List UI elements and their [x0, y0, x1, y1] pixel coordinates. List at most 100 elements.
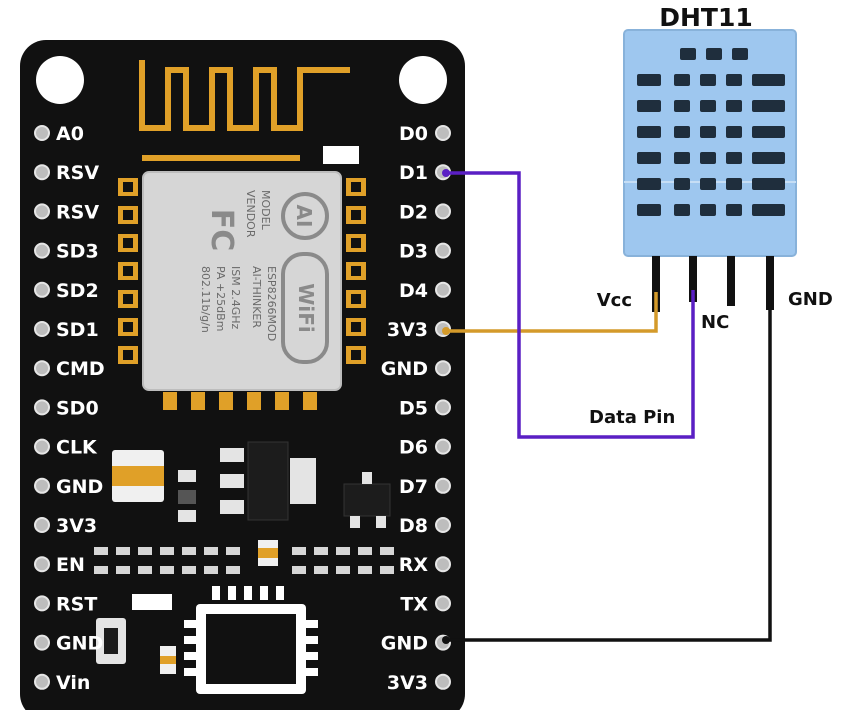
- smd-button: [132, 594, 172, 610]
- nodemcu-board: FC MODEL VENDOR ISM 2.4GHz PA +25dBm 802…: [20, 40, 465, 710]
- right-pin-label: D0: [399, 123, 428, 145]
- right-pin-hole: [435, 281, 451, 298]
- grill-slot: [700, 126, 716, 138]
- left-pin-hole: [34, 242, 50, 259]
- grill-slot: [700, 152, 716, 164]
- grill-slot: [763, 100, 785, 112]
- left-pin-label: RSV: [56, 201, 99, 223]
- wire-data-endpoint: [442, 169, 450, 177]
- grill-slot: [637, 126, 661, 138]
- fc-logo: FC: [204, 209, 239, 252]
- grill-slot: [637, 100, 661, 112]
- left-pin-label: RST: [56, 593, 97, 615]
- grill-slot: [726, 178, 742, 190]
- usb-chip-pins: [184, 586, 318, 676]
- grill-slot: [763, 178, 785, 190]
- right-pin-label: D3: [399, 241, 428, 263]
- wifi-logo-frame: [281, 252, 329, 364]
- grill-slot: [700, 204, 716, 216]
- grill-slot: [706, 48, 722, 60]
- dht11-sensor: DHT11 Vcc NC GND Data Pin: [589, 3, 833, 428]
- grill-slot: [763, 74, 785, 86]
- grill-slot: [700, 178, 716, 190]
- right-pin-label: TX: [400, 593, 428, 615]
- right-pin-hole: [435, 242, 451, 259]
- left-pin-hole: [34, 164, 50, 181]
- wifi-logo: WiFi: [294, 283, 318, 332]
- usb-uart-chip: [206, 614, 296, 684]
- right-pin-label: D8: [399, 515, 428, 537]
- label-nc: NC: [701, 312, 729, 333]
- grill-slot: [637, 204, 661, 216]
- grill-slot: [700, 74, 716, 86]
- right-pin-label: D7: [399, 476, 428, 498]
- module-text-maker: AI-THINKER: [250, 266, 263, 328]
- mounting-hole-top-left: [36, 56, 84, 104]
- module-text-ism: ISM 2.4GHz: [229, 266, 242, 330]
- right-pin-label: D1: [399, 162, 428, 184]
- transistor: [343, 483, 391, 517]
- right-pin-hole: [435, 477, 451, 494]
- module-text-model: MODEL: [259, 190, 272, 231]
- left-pin-hole: [34, 634, 50, 651]
- right-pin-hole: [435, 203, 451, 220]
- left-pin-hole: [34, 203, 50, 220]
- grill-slot: [637, 178, 661, 190]
- left-pin-hole: [34, 517, 50, 533]
- left-pin-label: RSV: [56, 162, 99, 184]
- sensor-body: [623, 29, 797, 257]
- right-pin-hole: [435, 595, 451, 612]
- left-pin-label: SD0: [56, 397, 99, 419]
- left-pin-header: A0RSVRSVSD3SD2SD1CMDSD0CLKGND3V3ENRSTGND…: [34, 123, 105, 694]
- right-pin-label: GND: [381, 633, 428, 655]
- label-vcc: Vcc: [597, 290, 632, 311]
- module-text-vendor: VENDOR: [244, 190, 257, 238]
- left-pin-hole: [34, 360, 50, 377]
- sensor-leg-nc: [727, 256, 735, 306]
- left-pin-hole: [34, 477, 50, 494]
- sensor-leg-gnd: [766, 256, 774, 310]
- left-pin-label: SD2: [56, 280, 99, 302]
- left-pin-hole: [34, 438, 50, 455]
- right-pin-label: D2: [399, 201, 428, 223]
- left-pin-hole: [34, 321, 50, 337]
- right-pin-hole: [435, 125, 451, 141]
- grill-slot: [726, 100, 742, 112]
- label-gnd: GND: [788, 289, 833, 310]
- module-shield: [142, 171, 342, 391]
- right-pin-label: D6: [399, 437, 428, 459]
- right-pin-label: 3V3: [387, 672, 428, 694]
- regulator-pin: [220, 448, 244, 462]
- led-indicator: [323, 146, 359, 164]
- left-pin-hole: [34, 399, 50, 416]
- grill-slot: [637, 152, 661, 164]
- module-bottom-pads: [163, 392, 317, 410]
- grill-slot: [674, 126, 690, 138]
- right-pin-hole: [435, 673, 451, 690]
- wires: [442, 169, 772, 644]
- grill-slot: [674, 100, 690, 112]
- ai-logo-ring: [281, 192, 329, 240]
- left-pin-hole: [34, 595, 50, 612]
- left-pin-label: A0: [56, 123, 84, 145]
- grill-slot: [726, 152, 742, 164]
- dashed-traces: [94, 547, 394, 574]
- grill-slot: [732, 48, 748, 60]
- grill-slot: [637, 74, 661, 86]
- module-text-pa: PA +25dBm: [214, 266, 227, 331]
- wire-data: [446, 171, 695, 439]
- right-pin-label: D5: [399, 397, 428, 419]
- left-pin-label: SD3: [56, 241, 99, 263]
- wire-vcc-endpoint: [442, 327, 450, 335]
- module-text-part: ESP8266MOD: [265, 266, 278, 341]
- sensor-leg-data: [689, 256, 697, 302]
- sensor-leg-vcc: [652, 256, 660, 312]
- esp8266-module: FC MODEL VENDOR ISM 2.4GHz PA +25dBm 802…: [142, 171, 342, 391]
- left-pin-hole: [34, 281, 50, 298]
- wire-gnd: [446, 300, 772, 642]
- grill-slot: [763, 152, 785, 164]
- grill-slot: [700, 100, 716, 112]
- left-pin-hole: [34, 125, 50, 141]
